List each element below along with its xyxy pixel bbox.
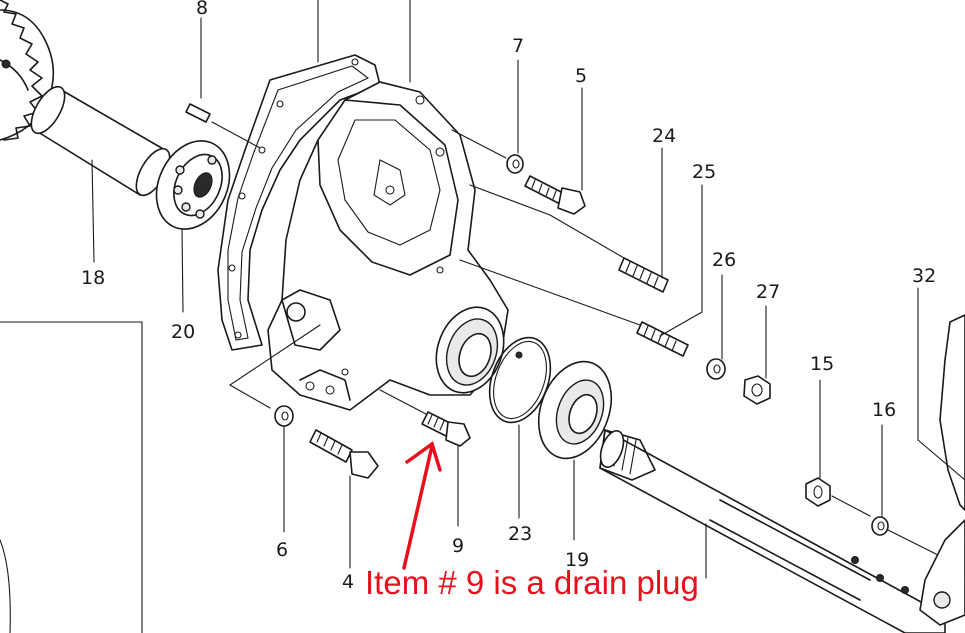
- label-8: 8: [196, 0, 208, 19]
- part-26-washer: [706, 274, 726, 380]
- part-16-washer: [871, 424, 941, 557]
- part-4-bolt: [309, 429, 379, 569]
- annotation-text: Item # 9 is a drain plug: [365, 564, 699, 601]
- part-15-nut: [805, 379, 871, 517]
- label-18: 18: [81, 267, 105, 289]
- part-27-nut: [743, 305, 771, 405]
- part-5-bolt: [469, 87, 586, 216]
- label-23: 23: [508, 523, 532, 545]
- label-4: 4: [342, 571, 354, 593]
- label-24: 24: [652, 125, 676, 147]
- label-6: 6: [276, 539, 288, 561]
- part-24-stud: [549, 147, 669, 293]
- label-32: 32: [912, 265, 936, 287]
- label-20: 20: [171, 321, 195, 343]
- label-15: 15: [810, 353, 834, 375]
- part-18-sleeve: [30, 85, 171, 263]
- part-7-washer: [451, 59, 524, 174]
- part-32-bracket: [917, 287, 965, 626]
- label-5: 5: [575, 65, 587, 87]
- output-shaft: [599, 429, 946, 633]
- label-9: 9: [452, 535, 464, 557]
- part-19-seal: [537, 360, 613, 541]
- part-25-stud: [459, 184, 703, 357]
- label-26: 26: [712, 249, 736, 271]
- part-labels: 8 7 5 24 25 26 27 32 15 16 18 20 6 4 9 2…: [81, 0, 936, 593]
- sprocket-partial: [0, 0, 55, 141]
- label-27: 27: [756, 281, 780, 303]
- gasket: [217, 0, 381, 351]
- label-19: 19: [565, 549, 589, 571]
- label-16: 16: [872, 399, 896, 421]
- label-25: 25: [692, 161, 716, 183]
- part-8-pin: [185, 17, 261, 149]
- transmission-housing: [229, 0, 509, 411]
- frame-outline: [0, 321, 143, 633]
- annotation-arrow: [402, 441, 442, 570]
- label-7: 7: [512, 35, 524, 57]
- part-20-bearing: [155, 140, 231, 313]
- part-9-drain-plug: [379, 389, 471, 527]
- part-6-washer: [274, 405, 294, 533]
